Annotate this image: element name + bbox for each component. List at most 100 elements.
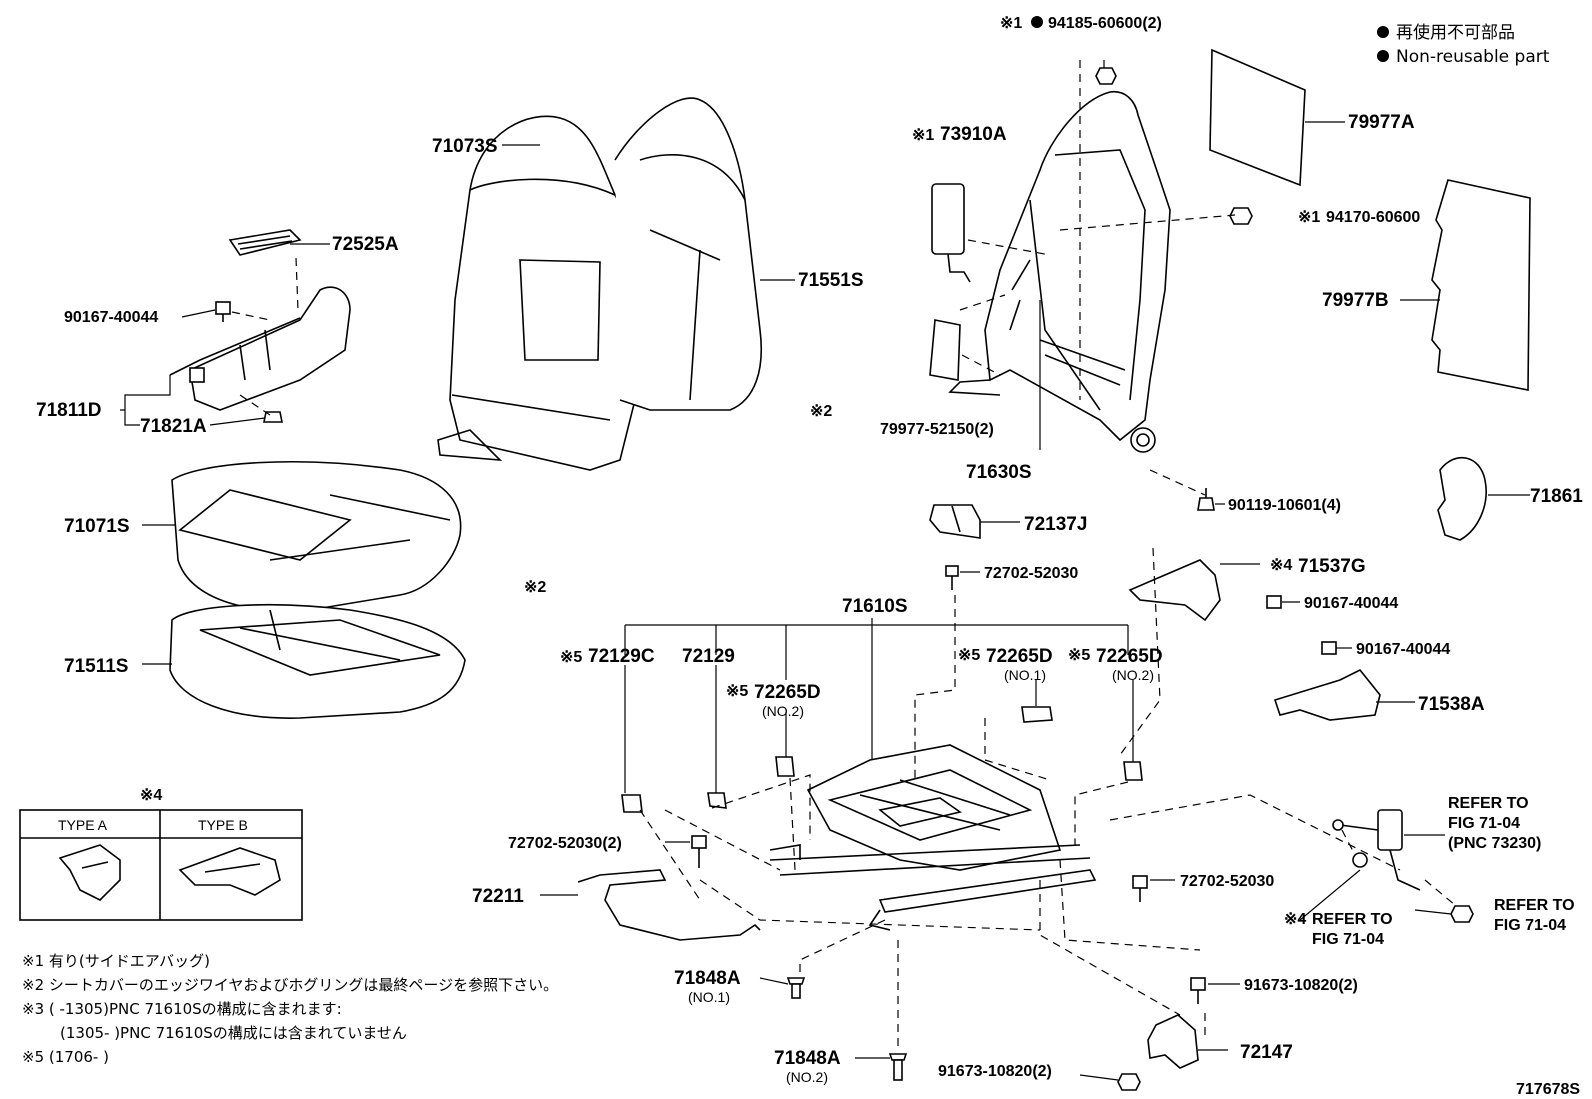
label-71630s[interactable]: 71630S	[966, 462, 1032, 483]
clip-72265d-no2-right[interactable]	[1123, 761, 1143, 781]
footnotes: ※1 有り(サイドエアバッグ) ※2 シートカバーのエッジワイヤおよびホグリング…	[22, 952, 558, 1066]
label-72525a[interactable]: 72525A	[332, 234, 399, 255]
bracket-72147[interactable]	[1147, 1014, 1199, 1069]
label-71811d[interactable]: 71811D	[36, 400, 102, 421]
refer1-line2[interactable]: FIG 71-04	[1448, 815, 1520, 832]
non-reusable-dot-icon	[1377, 26, 1389, 38]
label-mark2b: ※2	[524, 579, 546, 596]
refer2-line2[interactable]: FIG 71-04	[1312, 931, 1384, 948]
seatback-cover-71073s[interactable]	[437, 97, 762, 471]
label-90119[interactable]: 90119-10601(4)	[1228, 497, 1341, 514]
label-79977-52150[interactable]: 79977-52150(2)	[880, 421, 994, 438]
seat-adjuster-71610s[interactable]	[769, 744, 1097, 931]
label-72211[interactable]: 72211	[472, 886, 524, 907]
bolt-72702-icon	[945, 565, 959, 590]
note-5: ※5 (1706- )	[22, 1048, 109, 1066]
label-71821a[interactable]: 71821A	[140, 416, 207, 437]
legend-en: Non-reusable part	[1396, 47, 1550, 67]
cover-71861[interactable]	[1437, 456, 1487, 541]
label-71538a[interactable]: 71538A	[1418, 694, 1485, 715]
clip-72265d-no1[interactable]	[1021, 706, 1053, 723]
seat-cushion-pad-71511s[interactable]	[169, 603, 466, 719]
label-94185[interactable]: 94185-60600(2)	[1048, 15, 1162, 32]
note-2: ※2 シートカバーのエッジワイヤおよびホグリングは最終ページを参照下さい。	[22, 976, 558, 994]
nut-94185-icon	[1095, 67, 1117, 85]
clip-72129[interactable]	[707, 792, 727, 809]
label-73910a[interactable]: 73910A	[940, 124, 1007, 145]
label-71848a-1[interactable]: 71848A	[674, 968, 741, 989]
label-71551s[interactable]: 71551S	[798, 270, 864, 291]
seatback-frame-71630s[interactable]	[948, 90, 1171, 453]
label-71848a-1-sub: (NO.1)	[688, 989, 730, 1005]
bolt-72702c-icon	[1132, 875, 1148, 902]
nut-refer-icon	[1450, 905, 1474, 923]
note-3b: (1305- )PNC 71610Sの構成には含まれていません	[60, 1024, 407, 1042]
label-79977b[interactable]: 79977B	[1322, 290, 1389, 311]
label-72702b[interactable]: 72702-52030(2)	[508, 835, 622, 852]
refer1-line1[interactable]: REFER TO	[1448, 795, 1529, 812]
side-shield-71811d[interactable]	[169, 286, 351, 411]
clip-72265d-no2-left[interactable]	[775, 756, 795, 777]
label-72265d-1-mark: ※5	[958, 647, 980, 664]
type-box: ※4 TYPE A TYPE B	[19, 787, 303, 921]
label-94170[interactable]: 94170-60600	[1326, 209, 1420, 226]
refer3-line2[interactable]: FIG 71-04	[1494, 917, 1566, 934]
nut-94170-icon	[1229, 207, 1253, 225]
wire-72211[interactable]	[577, 869, 761, 941]
bolt-91673b-icon	[1117, 1073, 1141, 1091]
clip-72129c[interactable]	[621, 794, 643, 813]
seat-cushion-71071s[interactable]	[171, 461, 462, 612]
label-71073s[interactable]: 71073S	[432, 136, 498, 157]
seat-belt-buckle[interactable]	[1332, 809, 1421, 891]
label-71071s[interactable]: 71071S	[64, 516, 130, 537]
refer1-line3[interactable]: (PNC 73230)	[1448, 835, 1541, 852]
knob-72525a[interactable]	[228, 229, 302, 256]
label-91673a[interactable]: 91673-10820(2)	[1244, 977, 1358, 994]
label-72265d-2[interactable]: 72265D	[1096, 646, 1163, 667]
type-b-bracket[interactable]	[178, 847, 281, 896]
label-72137j[interactable]: 72137J	[1024, 514, 1087, 535]
leader-lines	[120, 121, 1530, 1081]
pad-79977b[interactable]	[1431, 179, 1531, 391]
label-72129[interactable]: 72129	[682, 646, 735, 667]
type-box-mark: ※4	[140, 787, 162, 804]
label-91673b[interactable]: 91673-10820(2)	[938, 1063, 1052, 1080]
label-72702c[interactable]: 72702-52030	[1180, 873, 1274, 890]
label-72265d-3-sub: (NO.2)	[762, 703, 804, 719]
refer2-line1[interactable]: REFER TO	[1312, 911, 1393, 928]
label-71610s[interactable]: 71610S	[842, 596, 908, 617]
label-71861[interactable]: 71861	[1530, 486, 1583, 507]
label-72129c[interactable]: 72129C	[588, 646, 655, 667]
non-reusable-dot-icon	[1377, 50, 1389, 62]
label-71511s[interactable]: 71511S	[64, 656, 128, 677]
label-72702a[interactable]: 72702-52030	[984, 565, 1078, 582]
label-71537g[interactable]: 71537G	[1298, 556, 1366, 577]
screw-90167-icon	[215, 301, 231, 322]
diagram-id: 717678S	[1516, 1081, 1580, 1098]
label-72129c-mark: ※5	[560, 649, 582, 666]
label-72265d-3-mark: ※5	[726, 683, 748, 700]
label-94185-mark: ※1	[1000, 15, 1022, 32]
label-72265d-3[interactable]: 72265D	[754, 682, 821, 703]
refer3-line1[interactable]: REFER TO	[1494, 897, 1575, 914]
label-79977a[interactable]: 79977A	[1348, 112, 1415, 133]
bolt-72702b-icon	[691, 835, 707, 868]
airbag-73910a[interactable]	[931, 183, 971, 283]
label-72147[interactable]: 72147	[1240, 1042, 1293, 1063]
bracket-71537g[interactable]	[1128, 559, 1221, 622]
type-a-bracket[interactable]	[58, 844, 121, 901]
type-box-frame	[19, 809, 303, 921]
legend: 再使用不可部品 Non-reusable part	[1377, 22, 1550, 67]
label-72265d-1[interactable]: 72265D	[986, 646, 1053, 667]
screw-90167c-icon	[1321, 641, 1337, 655]
label-90167b[interactable]: 90167-40044	[1304, 595, 1398, 612]
label-71848a-2[interactable]: 71848A	[774, 1048, 841, 1069]
label-90167c[interactable]: 90167-40044	[1356, 641, 1450, 658]
hook-72137j[interactable]	[929, 504, 981, 539]
bolt-91673a-icon	[1190, 977, 1206, 1004]
pad-79977-52150[interactable]	[929, 319, 961, 381]
label-90167a[interactable]: 90167-40044	[64, 309, 158, 326]
bracket-71538a[interactable]	[1273, 668, 1381, 721]
pad-79977a[interactable]	[1209, 48, 1306, 187]
